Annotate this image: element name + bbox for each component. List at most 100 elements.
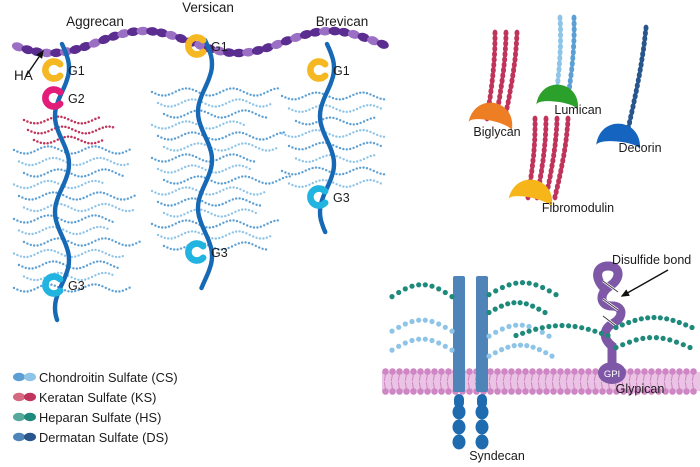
hs-chain-glypican-r1 <box>613 335 693 351</box>
cs-chain-versican-1 <box>156 98 272 108</box>
legend-swatch-left <box>13 372 25 382</box>
domain-brevican-g1 <box>307 58 329 82</box>
hs-chain-syndecan-r1 <box>486 300 548 316</box>
brevican-core-protein <box>317 41 337 235</box>
cs-chain-brevican-3 <box>280 128 386 139</box>
cs-chain-versican-8 <box>162 175 291 185</box>
syndecan-cytoplasmic-bead <box>452 434 466 450</box>
cs-chain-versican-0 <box>150 87 279 97</box>
fibromodulin-chain-1 <box>534 115 549 201</box>
syndecan-cytoplasmic-bead <box>452 419 466 435</box>
cs-chain-brevican-0 <box>280 91 386 101</box>
syndecan-transmembrane-1 <box>476 276 488 392</box>
legend-item: Dermatan Sulfate (DS) <box>13 430 168 445</box>
domain-aggrecan-g1 <box>42 58 64 82</box>
hs-chain-glypican-l0 <box>513 322 611 339</box>
cs-chain-aggrecan-0 <box>12 145 131 155</box>
lumican-chain-1 <box>565 14 577 102</box>
cs-chain-aggrecan-8 <box>22 237 141 247</box>
decorin-core <box>596 123 640 151</box>
cs-chain-syndecan-l1 <box>389 336 455 353</box>
legend-label: Chondroitin Sulfate (CS) <box>39 370 178 385</box>
syndecan-cytoplasmic-bead <box>452 404 466 420</box>
domain-label-brevican-g1: G1 <box>333 64 350 78</box>
legend-label: Keratan Sulfate (KS) <box>39 390 156 405</box>
legend-label: Dermatan Sulfate (DS) <box>39 430 168 445</box>
biglycan-chain-2 <box>502 29 520 122</box>
domain-label-versican-g1: G1 <box>211 40 228 54</box>
domain-versican-g3 <box>185 240 207 264</box>
cs-chain-versican-7 <box>156 164 251 174</box>
aggrecan-core-protein <box>52 41 72 323</box>
cs-chain-syndecan-r0 <box>486 322 552 339</box>
domain-label-aggrecan-g3: G3 <box>68 279 85 293</box>
glypican-core-protein <box>593 261 626 367</box>
syndecan-transmembrane-0 <box>453 276 465 392</box>
legend-swatch-right <box>24 392 36 402</box>
domain-aggrecan-g2 <box>42 86 64 110</box>
domain-aggrecan-g3 <box>42 273 64 297</box>
gpi-label: GPI <box>604 369 620 380</box>
label-layer: G1G2G3AggrecanG1G3VersicanG1G3BrevicanHA… <box>14 0 691 463</box>
lectican-label-brevican: Brevican <box>316 14 369 29</box>
cs-chain-versican-13 <box>156 230 272 240</box>
cs-chain-aggrecan-2 <box>22 168 124 178</box>
legend-item: Keratan Sulfate (KS) <box>13 390 156 405</box>
cs-chain-aggrecan-5 <box>22 202 134 213</box>
cs-chain-aggrecan-3 <box>12 179 104 190</box>
gpi-anchor <box>598 362 626 384</box>
globular-domain-layer <box>42 34 329 297</box>
lumican-core <box>536 84 578 111</box>
cs-chain-versican-10 <box>156 197 262 207</box>
syndecan-cytoplasmic-bead <box>475 419 489 435</box>
gag-chains-layer <box>12 87 386 293</box>
syndecan <box>452 276 489 450</box>
cs-chain-aggrecan-6 <box>12 214 114 224</box>
cs-chain-versican-9 <box>150 186 266 196</box>
legend-swatch-left <box>13 432 25 442</box>
decorin-chain-0 <box>623 24 649 142</box>
cs-chain-versican-11 <box>162 208 257 218</box>
core-protein-layer <box>52 37 337 323</box>
glypican <box>593 261 626 384</box>
ha-arrow <box>25 49 44 77</box>
cs-chain-versican-5 <box>162 142 278 152</box>
fibromodulin-core <box>508 179 553 209</box>
legend-swatch-left <box>13 412 25 422</box>
domain-label-brevican-g3: G3 <box>333 191 350 205</box>
hs-chain-syndecan-r0 <box>486 280 559 298</box>
cs-chain-aggrecan-4 <box>17 191 136 201</box>
slrp-label-fibromodulin: Fibromodulin <box>542 201 614 215</box>
cs-chain-versican-2 <box>162 109 268 119</box>
slrp-label-decorin: Decorin <box>618 141 661 155</box>
legend-swatch-left <box>13 392 25 402</box>
domain-brevican-g3 <box>307 185 329 209</box>
legend-swatch-right <box>24 412 36 422</box>
ks-chain-aggrecan-1 <box>26 125 115 135</box>
legend-swatch-right <box>24 372 36 382</box>
disulfide-arrow <box>620 269 669 297</box>
ks-chain-aggrecan-0 <box>22 115 101 125</box>
cs-chain-syndecan-r1 <box>486 342 555 359</box>
lectican-label-aggrecan: Aggrecan <box>66 14 124 29</box>
domain-versican-g1 <box>185 34 207 58</box>
cs-chain-brevican-7 <box>287 178 382 189</box>
slrp-layer <box>468 14 649 209</box>
syndecan-label: Syndecan <box>469 449 525 463</box>
syndecan-cytoplasmic-bead <box>475 404 489 420</box>
domain-label-aggrecan-g2: G2 <box>68 92 85 106</box>
hs-chain-glypican-r0 <box>613 314 695 331</box>
biglycan-core <box>468 102 513 132</box>
ha-label: HA <box>14 68 33 83</box>
domain-label-aggrecan-g1: G1 <box>68 64 85 78</box>
cs-chain-brevican-1 <box>287 103 382 114</box>
cs-chain-versican-4 <box>156 131 285 141</box>
legend-layer: Chondroitin Sulfate (CS) Keratan Sulfate … <box>13 370 178 445</box>
cs-chain-versican-12 <box>150 219 279 229</box>
ks-chain-aggrecan-2 <box>32 135 104 145</box>
disulfide-bond-annotation: Disulfide bond <box>612 253 691 267</box>
lectican-label-versican: Versican <box>182 0 234 15</box>
cs-chain-versican-6 <box>150 153 256 163</box>
